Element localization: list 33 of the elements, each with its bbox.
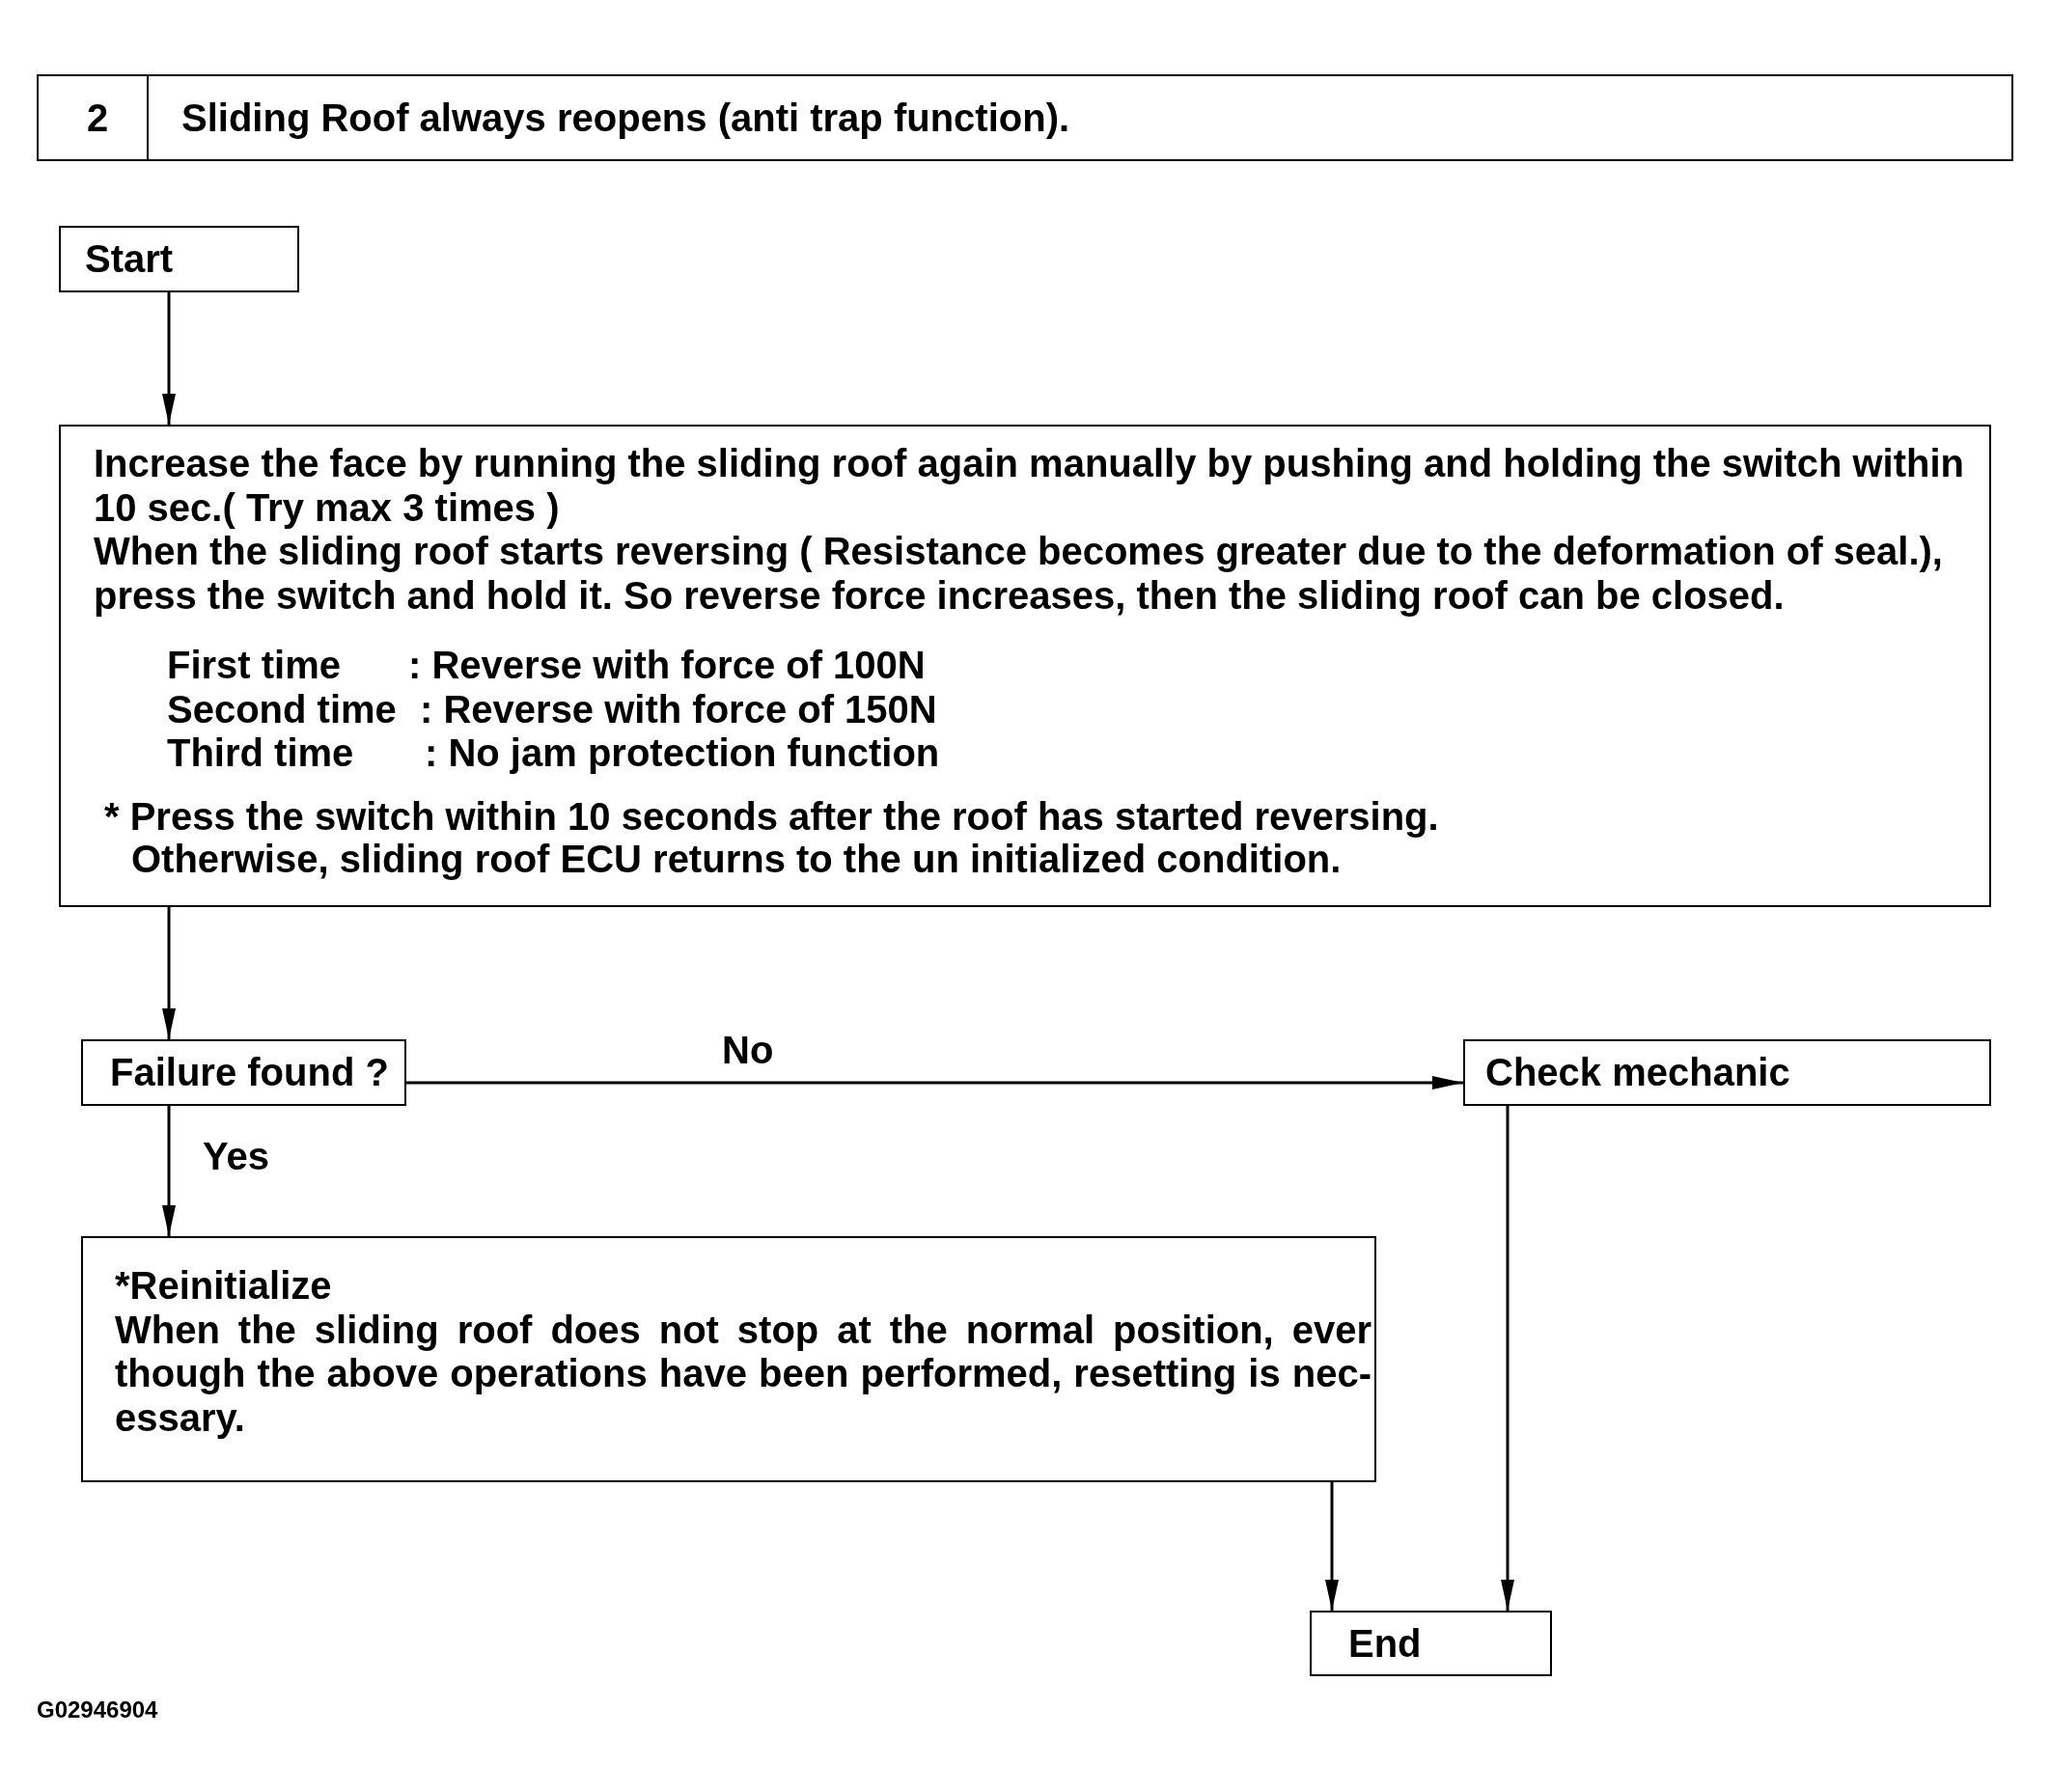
process-box	[1463, 1039, 1991, 1106]
edge-label: Yes	[203, 1135, 269, 1178]
arrow	[162, 292, 176, 425]
step-number: 2	[86, 96, 109, 140]
attempt-result: : Reverse with force of 150N	[420, 687, 937, 731]
box-label: End	[1348, 1621, 1422, 1666]
box-heading: *Reinitialize	[115, 1264, 333, 1309]
edge-label: No	[722, 1029, 774, 1072]
figure-code: G02946904	[37, 1696, 158, 1723]
attempt-label: Second time	[167, 687, 398, 731]
process-box	[59, 425, 1991, 907]
question-box	[81, 1039, 406, 1106]
instruction-text: Increase the face by running the sliding roof again manually by pushing and holding the switch within 10 sec.( Try max 3 times )	[94, 442, 1965, 530]
arrow	[1325, 1482, 1339, 1611]
heading-text: Sliding Roof always reopens (anti trap function).	[181, 96, 1070, 140]
process-box	[81, 1236, 1376, 1482]
arrow	[406, 1076, 1463, 1089]
attempt-label: First time	[167, 644, 343, 688]
note-text: * Press the switch within 10 seconds after the roof has started reversing. Otherwise, sliding roof ECU returns to the un initialized condition.	[104, 794, 1440, 880]
end-box	[1310, 1611, 1552, 1676]
heading-box	[37, 74, 2013, 161]
attempt-label: Third time	[167, 731, 355, 776]
arrow	[1501, 1106, 1514, 1611]
arrow	[162, 1106, 176, 1236]
box-label: Check mechanic	[1485, 1051, 1790, 1094]
instruction-text: When the sliding roof does not stop at the normal position, ever though the above operations have been performed, resetting is nec- essary.	[115, 1308, 1371, 1440]
attempt-result: : Reverse with force of 100N	[408, 644, 926, 688]
box-label: Failure found ?	[110, 1051, 389, 1094]
start-box	[59, 226, 299, 292]
arrow	[162, 907, 176, 1039]
instruction-text: When the sliding roof starts reversing ( Resistance becomes greater due to the deformation of seal.), press the switch and hold it. So reverse force increases, then the sliding roof can be closed.	[94, 530, 1944, 618]
attempt-result: : No jam protection function	[425, 731, 940, 776]
box-label: Start	[85, 237, 174, 281]
